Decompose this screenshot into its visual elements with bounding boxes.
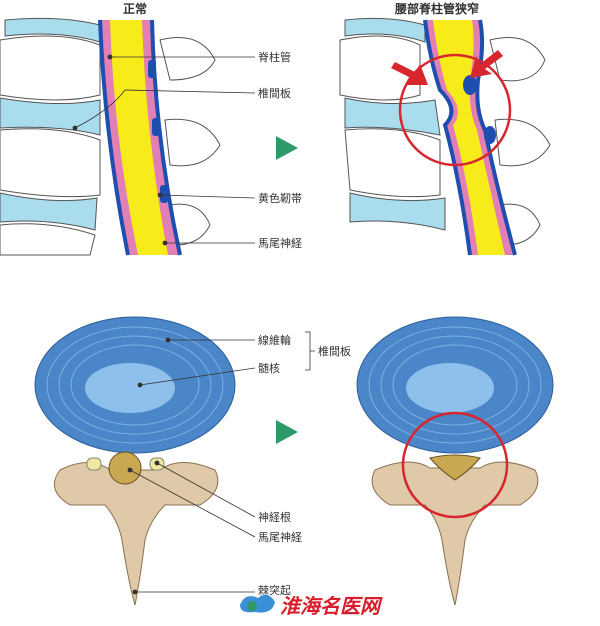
- label-intervertebral-disc: 椎間板: [258, 86, 291, 100]
- normal-spine-illustration: [0, 17, 256, 256]
- title-normal: 正常: [123, 1, 147, 16]
- watermark-logo: 淮海名医网: [240, 594, 383, 618]
- label-annulus-fibrosus: 線維輪: [258, 333, 291, 347]
- label-cauda-equina-cross: 馬尾神経: [258, 530, 302, 544]
- label-ligamentum-flavum: 黄色靭帯: [258, 191, 302, 205]
- label-spinal-canal: 脊柱管: [258, 50, 291, 64]
- label-spinous-process: 棘突起: [258, 583, 291, 597]
- arrow-right-icon: [276, 136, 298, 160]
- watermark-text: 淮海名医网: [280, 594, 383, 618]
- title-stenosis: 腰部脊柱管狭窄: [394, 1, 479, 16]
- arrow-right-icon: [276, 420, 298, 444]
- label-cauda-equina: 馬尾神経: [258, 236, 302, 250]
- label-nerve-root: 神経根: [258, 510, 291, 524]
- label-nucleus-pulposus: 髄核: [258, 361, 280, 375]
- stenosis-disc-illustration: [356, 316, 554, 606]
- label-disc-group: 椎間板: [318, 344, 351, 358]
- stenosis-spine-illustration: [339, 17, 551, 256]
- stenosis-highlight-circle: [398, 53, 512, 167]
- normal-disc-illustration: [34, 316, 315, 606]
- stenosis-highlight-circle: [401, 411, 509, 519]
